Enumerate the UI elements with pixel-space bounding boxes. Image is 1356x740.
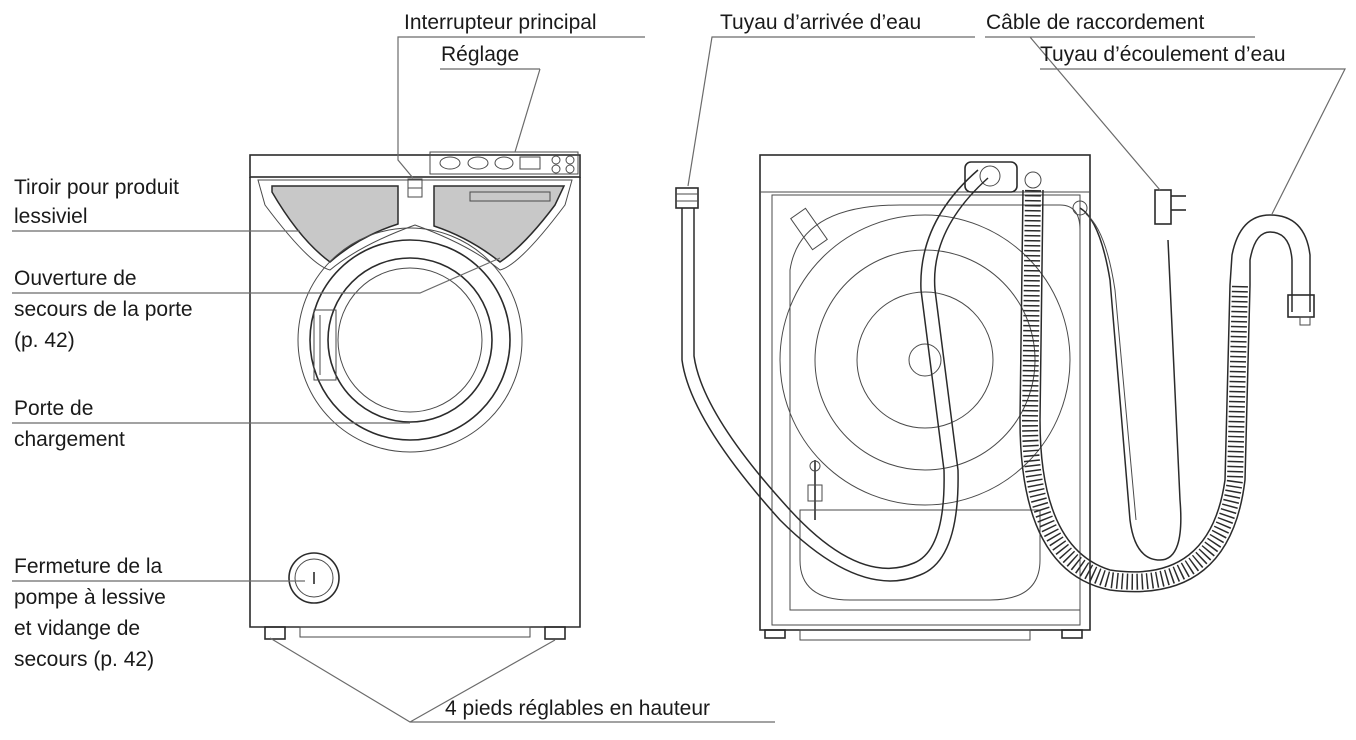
inlet-port (964, 161, 1018, 193)
front-top-panel (249, 154, 581, 178)
back-view (759, 154, 1091, 641)
panel-display (469, 191, 551, 202)
foot-back-left (764, 629, 786, 639)
water-inlet-hose (675, 169, 989, 582)
control-strip (429, 151, 579, 175)
front-upper-panel (257, 179, 573, 271)
door-rim (297, 227, 523, 453)
tub-ring-1 (779, 214, 1071, 506)
door-outer (309, 239, 511, 441)
leader-lines (12, 36, 1346, 723)
label-power-cable: Câble de raccordement (986, 11, 1205, 34)
control-display (519, 156, 541, 170)
control-knob-1 (439, 156, 461, 170)
inlet-hose-nut (675, 187, 699, 209)
control-knob-3 (494, 156, 514, 170)
tub-ring-2 (814, 249, 1036, 471)
door-glass (327, 257, 493, 423)
detergent-drawer (271, 185, 399, 263)
label-emergency-door-line3: (p. 42) (14, 329, 75, 352)
label-detergent-drawer-line1: Tiroir pour produit (14, 176, 179, 199)
label-loading-door-line2: chargement (14, 428, 125, 451)
label-water-inlet-hose: Tuyau d’arrivée d’eau (720, 11, 922, 34)
label-main-switch: Interrupteur principal (404, 11, 597, 34)
label-emergency-door-line1: Ouverture de (14, 267, 137, 290)
foot-front-left (264, 626, 286, 640)
label-pump-cover-line3: et vidange de (14, 617, 141, 640)
label-pump-cover-line1: Fermeture de la (14, 555, 163, 578)
label-emergency-door-line2: secours de la porte (14, 298, 193, 321)
label-pump-cover-line2: pompe à lessive (14, 586, 166, 609)
label-pump-cover-line4: secours (p. 42) (14, 648, 155, 671)
tub-lower (799, 509, 1041, 601)
front-body (249, 177, 581, 628)
foot-front-right (544, 626, 566, 640)
drain-hook (1229, 214, 1311, 312)
front-base (299, 626, 531, 638)
label-settings: Réglage (441, 43, 520, 66)
foot-back-right (1061, 629, 1083, 639)
front-view (249, 151, 581, 640)
water-drain-hose (1019, 189, 1315, 593)
label-adjustable-feet: 4 pieds réglables en hauteur (445, 697, 711, 720)
power-cable (1079, 189, 1186, 561)
control-knob-2 (467, 156, 489, 170)
power-plug (1154, 189, 1172, 225)
drain-connector (1024, 171, 1042, 189)
control-grey-panel (433, 185, 566, 263)
label-detergent-drawer-line2: lessiviel (14, 205, 88, 228)
door-glass-inner (337, 267, 483, 413)
tub-hub (908, 343, 942, 377)
label-loading-door-line1: Porte de (14, 397, 94, 420)
tub-ring-3 (856, 291, 994, 429)
door-handle (313, 309, 337, 381)
pump-cover (288, 552, 340, 604)
label-water-drain-hose: Tuyau d’écoulement d’eau (1040, 43, 1286, 66)
back-panel (771, 194, 1081, 626)
back-bracket (790, 207, 828, 251)
